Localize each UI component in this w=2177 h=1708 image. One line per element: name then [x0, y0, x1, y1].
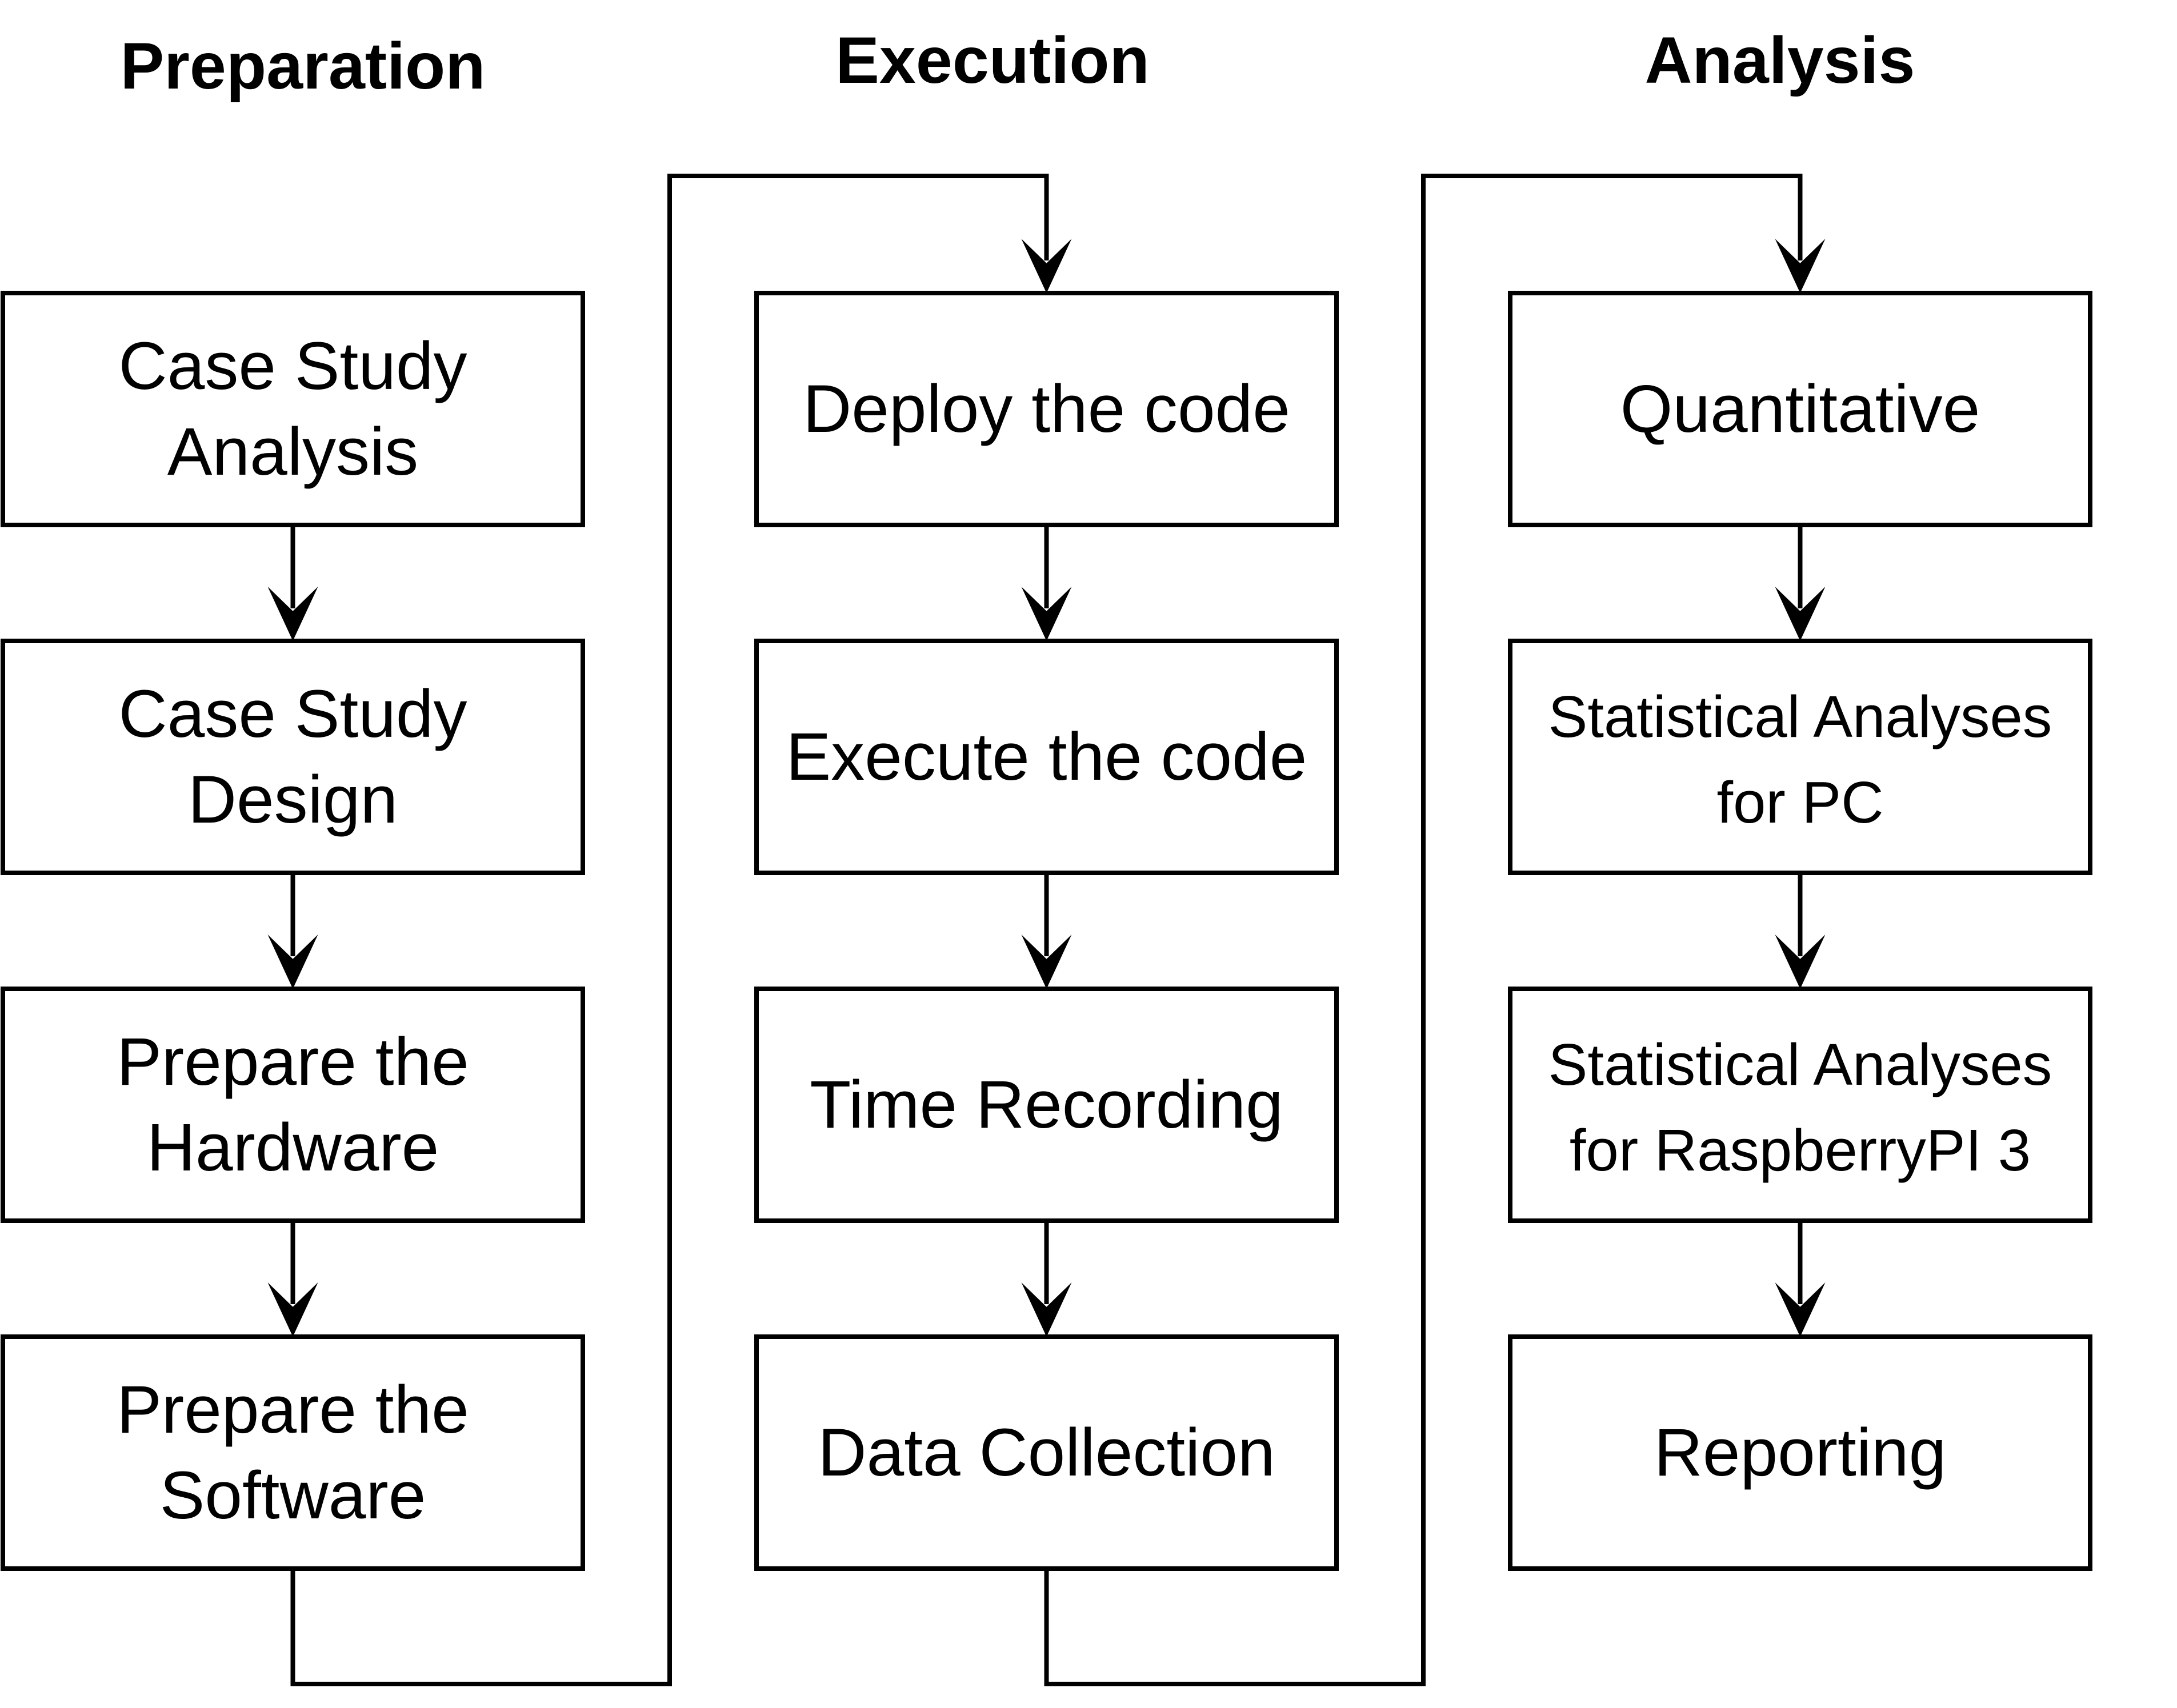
step-label: Reporting — [1654, 1415, 1947, 1490]
phase-connector-arrowhead — [1775, 239, 1826, 293]
step-label: Hardware — [147, 1110, 439, 1185]
step-label: Data Collection — [818, 1415, 1275, 1490]
flow-arrowhead — [1021, 935, 1072, 989]
column-heading-execution: Execution — [835, 24, 1150, 97]
step-box-frame — [754, 1334, 1339, 1571]
column-heading-analysis: Analysis — [1644, 24, 1915, 97]
flow-arrowhead — [267, 1282, 318, 1337]
step-label: Software — [160, 1458, 426, 1533]
step-box-frame — [754, 291, 1339, 527]
step-box: Time Recording — [754, 987, 1339, 1223]
phase-connector — [1044, 174, 1803, 1686]
connectors — [267, 174, 1826, 1686]
step-label: Prepare the — [117, 1372, 469, 1448]
step-label: for PC — [1717, 769, 1884, 835]
step-box-frame — [754, 987, 1339, 1223]
step-label: Design — [188, 762, 398, 837]
phase-connector-arrowhead — [1021, 239, 1072, 293]
column-headings: Preparation Execution Analysis — [120, 24, 1915, 103]
step-box-frame — [1508, 291, 2092, 527]
step-box-frame — [1, 987, 585, 1223]
step-box: Execute the code — [754, 639, 1339, 875]
step-box: Statistical Analyses for RaspberryPI 3 — [1508, 987, 2092, 1223]
step-box: Reporting — [1508, 1334, 2092, 1571]
step-label: Deploy the code — [803, 371, 1290, 447]
step-box: Deploy the code — [754, 291, 1339, 527]
column-heading-preparation: Preparation — [120, 30, 485, 103]
step-box-frame — [1, 1334, 585, 1571]
step-box-frame — [1508, 639, 2092, 875]
step-label: for RaspberryPI 3 — [1570, 1117, 2031, 1183]
step-label: Statistical Analyses — [1548, 684, 2052, 749]
phase-connector — [290, 174, 1049, 1686]
flow-arrowhead — [267, 935, 318, 989]
flow-arrowhead — [1775, 1282, 1826, 1337]
step-box-frame — [754, 639, 1339, 875]
step-label: Statistical Analyses — [1548, 1032, 2052, 1097]
flow-arrowhead — [1021, 587, 1072, 641]
flow-arrowhead — [1775, 935, 1826, 989]
step-box: Quantitative — [1508, 291, 2092, 527]
step-box-frame — [1, 639, 585, 875]
step-label: Case Study — [119, 676, 467, 752]
step-box: Statistical Analyses for PC — [1508, 639, 2092, 875]
step-box-frame — [1, 291, 585, 527]
flow-arrowhead — [267, 587, 318, 641]
flow-arrowhead — [1021, 1282, 1072, 1337]
step-box-frame — [1508, 1334, 2092, 1571]
step-label: Execute the code — [786, 719, 1307, 795]
step-label: Prepare the — [117, 1024, 469, 1100]
step-box: Data Collection — [754, 1334, 1339, 1571]
flow-arrowhead — [1775, 587, 1826, 641]
step-label: Time Recording — [810, 1067, 1283, 1142]
step-label: Quantitative — [1620, 371, 1980, 447]
step-box-frame — [1508, 987, 2092, 1223]
step-label: Case Study — [119, 328, 467, 404]
step-label: Analysis — [167, 414, 418, 490]
